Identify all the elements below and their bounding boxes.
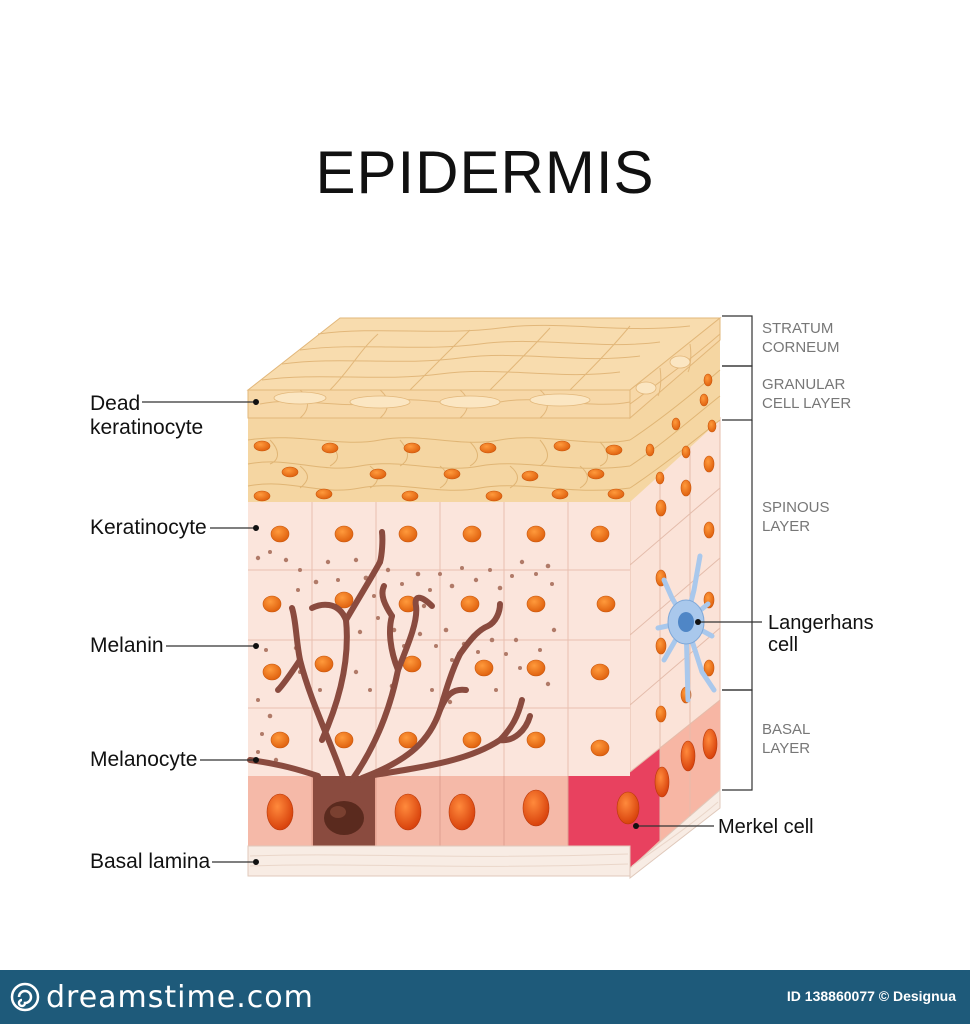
label-langerhans-line1: Langerhans — [768, 612, 874, 634]
layer-brackets — [722, 315, 753, 791]
layer-basal-line2: LAYER — [762, 740, 811, 757]
layer-basal-line1: BASAL — [762, 721, 811, 738]
layer-stratum-corneum-line1: STRATUM — [762, 320, 834, 337]
layer-stratum-corneum-line2: CORNEUM — [762, 339, 840, 356]
label-melanin: Melanin — [90, 634, 164, 657]
leader-dots — [253, 399, 701, 865]
granular-layer-side — [629, 340, 721, 502]
footer-logo-text[interactable]: dreamstime.com — [46, 980, 314, 1015]
footer-image-id: ID 138860077 © Designua — [786, 988, 956, 1004]
label-merkel-cell: Merkel cell — [718, 816, 814, 838]
leader-lines — [142, 401, 762, 863]
layer-granular-line1: GRANULAR — [762, 376, 846, 393]
layer-granular-line2: CELL LAYER — [762, 395, 852, 412]
basal-layer-front — [248, 776, 640, 846]
spiral-logo-icon — [10, 982, 40, 1012]
granular-layer-front — [247, 418, 631, 502]
label-keratinocyte: Keratinocyte — [90, 516, 207, 539]
footer-bar: dreamstime.com ID 138860077 © Designua — [0, 970, 970, 1024]
label-dead-keratinocyte-line1: Dead — [90, 392, 141, 415]
side-face — [629, 416, 721, 880]
label-basal-lamina: Basal lamina — [90, 850, 211, 873]
label-melanocyte: Melanocyte — [90, 748, 198, 771]
melanocyte — [247, 529, 533, 846]
stratum-corneum — [246, 316, 722, 420]
label-langerhans-line2: cell — [768, 634, 799, 656]
spinous-layer-front — [248, 500, 630, 780]
label-dead-keratinocyte-line2: keratinocyte — [90, 416, 204, 439]
layer-spinous-line2: LAYER — [762, 518, 811, 535]
page-title: EPIDERMIS — [315, 139, 655, 206]
langerhans-cell — [655, 553, 717, 703]
basal-lamina — [247, 801, 719, 877]
layer-spinous-line1: SPINOUS — [762, 499, 830, 516]
